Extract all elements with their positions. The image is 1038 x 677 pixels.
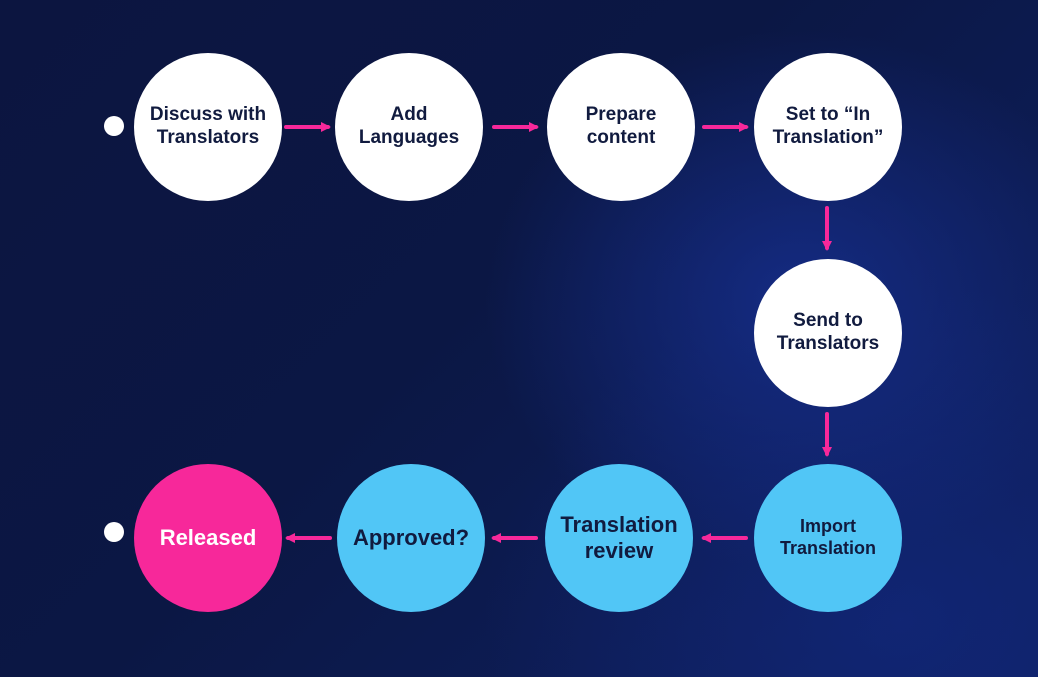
step-translation-review: Translation review [545,464,693,612]
step-label: Approved? [352,524,470,550]
step-discuss-with-translators: Discuss with Translators [134,53,282,201]
step-approved: Approved? [337,464,485,612]
step-label: Released [159,524,257,550]
step-label: Prepare content [585,104,657,148]
step-label: Send to Translators [776,310,880,354]
step-label: Translation review [560,511,678,563]
step-label: Set to “In Translation” [772,104,884,148]
step-released: Released [134,464,282,612]
step-label: Import Translation [779,516,877,558]
step-label: Discuss with Translators [149,104,267,148]
step-set-in-translation: Set to “In Translation” [754,53,902,201]
step-add-languages: Add Languages [335,53,483,201]
step-import-translation: Import Translation [754,464,902,612]
start-dot [104,116,124,136]
step-send-to-translators: Send to Translators [754,259,902,407]
step-label: Add Languages [358,104,460,148]
step-prepare-content: Prepare content [547,53,695,201]
end-dot [104,522,124,542]
